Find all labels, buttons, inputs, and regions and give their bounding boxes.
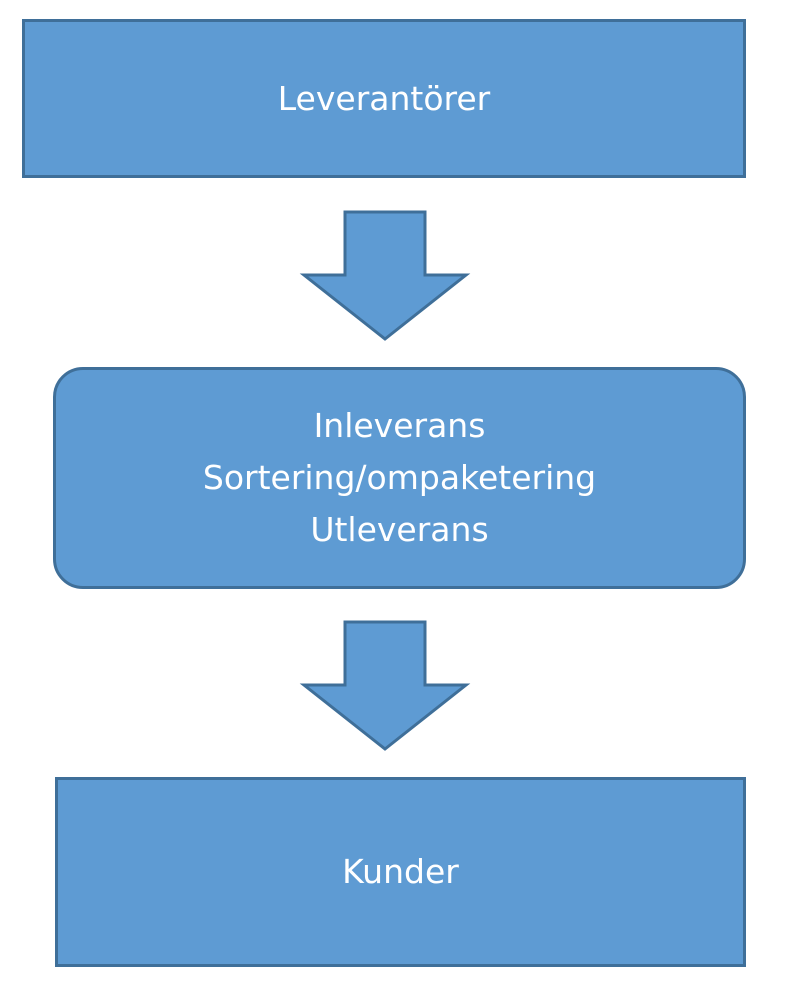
customers-label: Kunder: [342, 852, 459, 891]
suppliers-box: Leverantörer: [22, 19, 746, 178]
process-line-inbound: Inleverans: [313, 406, 486, 445]
process-line-outbound: Utleverans: [310, 510, 489, 549]
customers-box: Kunder: [55, 777, 746, 967]
arrow-down-icon: [299, 620, 471, 751]
arrow-down-icon: [299, 210, 471, 341]
suppliers-label: Leverantörer: [277, 78, 491, 118]
process-line-sorting: Sortering/ompaketering: [202, 458, 597, 497]
process-box: Inleverans Sortering/ompaketering Utleve…: [53, 367, 746, 589]
